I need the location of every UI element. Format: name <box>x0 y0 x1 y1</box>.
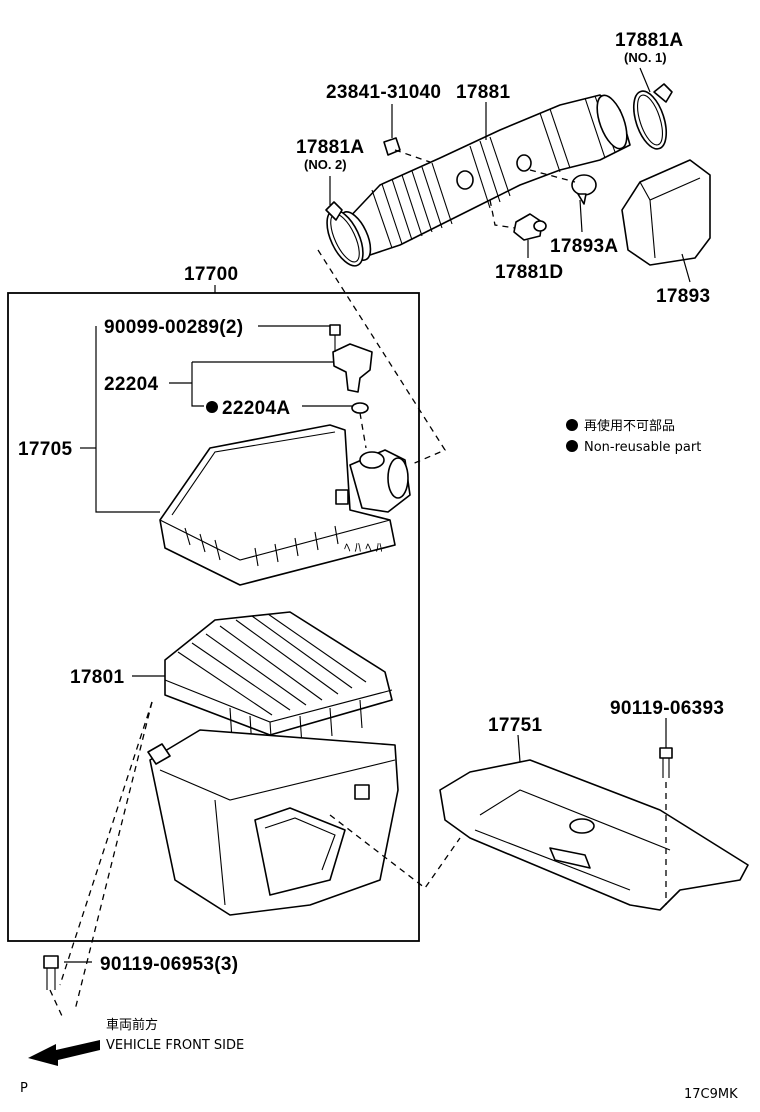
legend-non-reusable-jp: 再使用不可部品 <box>584 418 675 434</box>
bolt-90119-06393 <box>659 747 673 778</box>
filter-element-17801 <box>164 611 393 753</box>
mass-air-flow-sensor-22204 <box>329 324 373 393</box>
label-22204: 22204 <box>104 374 158 395</box>
direction-jp: 車両前方 <box>106 1017 158 1033</box>
label-90119-06953: 90119-06953(3) <box>100 954 238 975</box>
resonator-17893 <box>621 159 711 266</box>
legend-non-reusable-en: Non-reusable part <box>584 440 701 455</box>
non-reusable-marker <box>206 401 218 413</box>
cleaner-lower-case <box>147 729 399 916</box>
label-17881: 17881 <box>456 82 510 103</box>
vehicle-direction: 車両前方 VEHICLE FRONT SIDE <box>28 1017 244 1066</box>
label-17881A-no2: 17881A <box>296 137 364 158</box>
label-17881A-no1-sub: (NO. 1) <box>624 50 667 65</box>
clamp-17881A-no2 <box>325 201 364 267</box>
sensor-17881D <box>513 213 547 241</box>
direction-en: VEHICLE FRONT SIDE <box>106 1038 244 1053</box>
label-17881D: 17881D <box>495 262 563 283</box>
clamp-17881A-no1 <box>632 83 673 150</box>
label-22204A: 22204A <box>222 398 290 419</box>
label-90099-00289: 90099-00289(2) <box>104 317 243 338</box>
label-90119-06393: 90119-06393 <box>610 698 724 719</box>
label-17801: 17801 <box>70 667 124 688</box>
fitting-23841-31040 <box>383 104 401 156</box>
label-17893: 17893 <box>656 286 710 307</box>
assembly-17700-box <box>7 292 420 942</box>
page-mark: P <box>20 1081 28 1096</box>
diagram-code: 17C9MK <box>684 1087 738 1102</box>
cleaner-upper-case-17705: ﾍ ﾊ ﾍ ﾊ <box>159 424 411 586</box>
label-17893A: 17893A <box>550 236 618 257</box>
label-17881A-no2-sub: (NO. 2) <box>304 157 347 172</box>
label-17705: 17705 <box>18 439 72 460</box>
label-17700: 17700 <box>184 264 238 285</box>
label-17751: 17751 <box>488 715 542 736</box>
label-17881A-no1: 17881A <box>615 30 683 51</box>
air-intake-duct-17751 <box>439 759 749 911</box>
label-23841-31040: 23841-31040 <box>326 82 441 103</box>
bolt-90119-06953 <box>43 955 59 990</box>
legend: 再使用不可部品 Non-reusable part <box>566 418 701 455</box>
svg-text:ﾍ ﾊ ﾍ ﾊ: ﾍ ﾊ ﾍ ﾊ <box>344 541 383 556</box>
clamp-17893A <box>571 174 597 205</box>
o-ring-22204A <box>351 402 369 414</box>
arrow-left-icon <box>28 1040 100 1066</box>
